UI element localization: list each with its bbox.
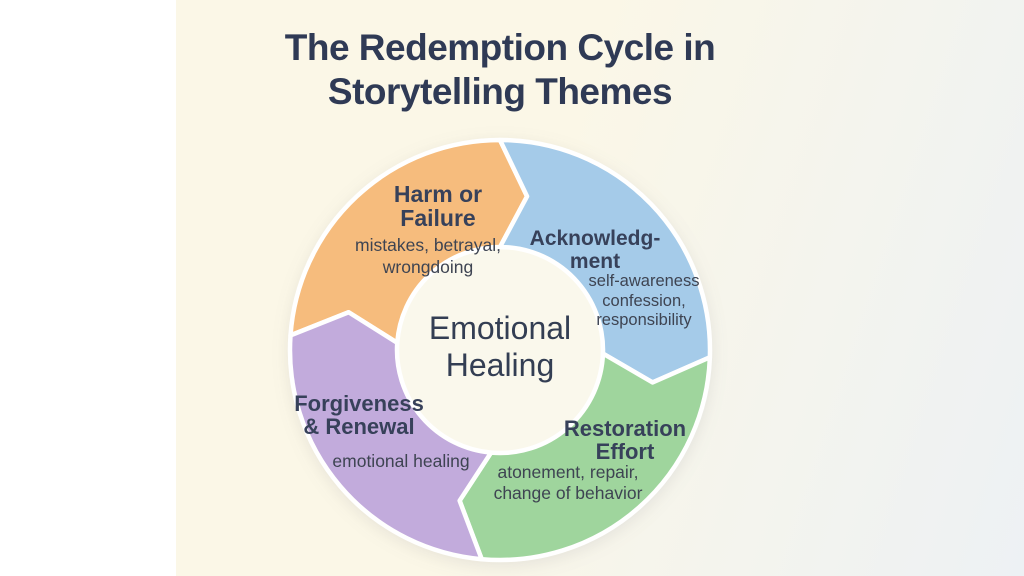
segment-label-harm: Harm or Failure — [393, 181, 483, 231]
segment-sublabel-restoration: atonement, repair, change of behavior — [493, 462, 643, 503]
segment-sublabel-harm: mistakes, betrayal, wrongdoing — [355, 235, 501, 277]
cycle-center-label: Emotional Healing — [428, 310, 572, 383]
segment-arrow-forgiveness — [287, 310, 494, 562]
segment-arrow-restoration — [457, 351, 713, 563]
segment-label-restoration: Restoration Effort — [563, 416, 687, 464]
segment-arrow-acknowledgment — [497, 137, 713, 385]
segment-label-forgiveness: Forgiveness & Renewal — [294, 391, 424, 439]
segment-label-acknowledgment: Acknowledg- ment — [529, 227, 661, 273]
slide-canvas: The Redemption Cycle in Storytelling The… — [176, 0, 1024, 576]
segment-arrow-harm — [288, 137, 530, 346]
cycle-diagram — [287, 137, 713, 563]
slide-title: The Redemption Cycle in Storytelling The… — [284, 27, 716, 113]
segment-sublabel-acknowledgment: self-awareness confession, responsibilit… — [588, 272, 700, 329]
cycle-hole — [395, 245, 605, 455]
segment-sublabel-forgiveness: emotional healing — [332, 451, 470, 471]
